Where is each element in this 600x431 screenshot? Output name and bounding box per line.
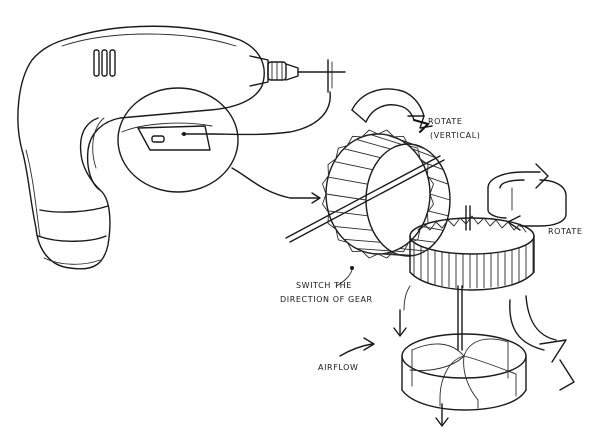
gear-ridge xyxy=(333,225,374,231)
gear-ridge xyxy=(399,248,426,252)
label-rotate-right: ROTATE xyxy=(548,227,583,236)
gear-ridge xyxy=(429,193,451,201)
gear-teeth-outline xyxy=(322,129,434,259)
fan-impeller xyxy=(393,295,575,427)
gear-ridge xyxy=(355,138,392,150)
gear-ridge xyxy=(325,193,367,201)
gear-ridge xyxy=(384,252,415,256)
gear-ridge xyxy=(333,161,374,171)
gear-ridge xyxy=(411,238,436,243)
vertical-gear xyxy=(322,129,451,259)
label-switch-2: DIRECTION OF GEAR xyxy=(280,295,373,304)
rotate-vertical-arrow xyxy=(351,88,433,133)
annotations: ROTATE (VERTICAL) ROTATE SWITCH THE DIRE… xyxy=(280,117,583,372)
gear-ridge xyxy=(343,238,381,243)
drill-body xyxy=(17,25,346,270)
rotate-horizontal-arrow xyxy=(487,163,567,231)
gear-ridge xyxy=(399,138,426,150)
gear-ridge xyxy=(343,148,381,159)
gear-ridge xyxy=(370,252,403,256)
label-rotate-vertical-2: (VERTICAL) xyxy=(430,131,481,140)
label-airflow: AIRFLOW xyxy=(318,363,359,372)
gear-ridge xyxy=(327,176,369,185)
gear-ridge xyxy=(370,134,403,146)
label-switch-1: SWITCH THE xyxy=(296,281,352,290)
drive-shaft xyxy=(285,155,445,243)
horizontal-gear xyxy=(409,205,535,351)
gear-ridge xyxy=(421,225,444,231)
gear-ridge xyxy=(327,210,369,217)
gear-ridge xyxy=(427,176,449,185)
gear-ridge xyxy=(411,148,436,159)
label-rotate-vertical-1: ROTATE xyxy=(428,117,463,126)
gear-ridge xyxy=(427,210,449,217)
gear-ridge xyxy=(355,248,392,252)
leader-lines xyxy=(335,266,411,357)
detail-magnifier xyxy=(117,87,321,204)
